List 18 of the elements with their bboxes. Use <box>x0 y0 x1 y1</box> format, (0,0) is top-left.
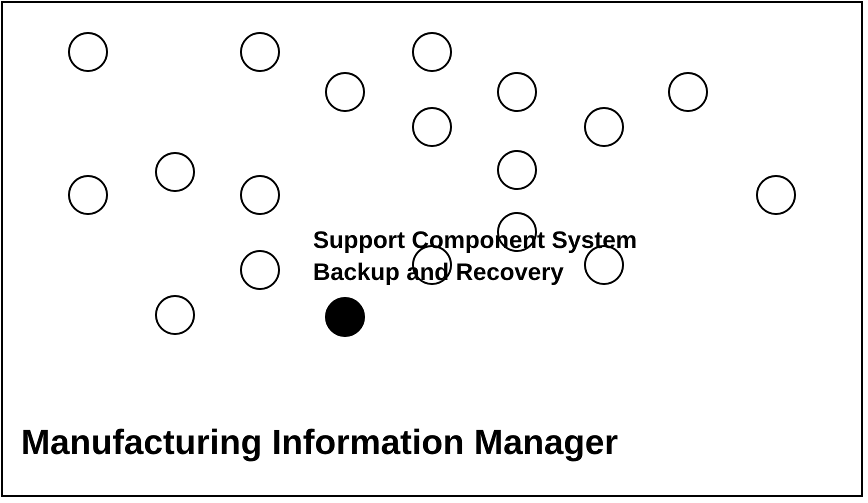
circle <box>497 150 537 190</box>
circle <box>240 250 280 290</box>
circle <box>668 72 708 112</box>
circle <box>68 175 108 215</box>
circle <box>68 32 108 72</box>
circle <box>412 107 452 147</box>
frame-title: Manufacturing Information Manager <box>21 423 618 463</box>
circle <box>240 32 280 72</box>
circle <box>240 175 280 215</box>
circle <box>155 295 195 335</box>
circle <box>325 72 365 112</box>
filled-dot <box>325 297 365 337</box>
circle <box>756 175 796 215</box>
circle <box>584 107 624 147</box>
circle <box>412 32 452 72</box>
circle <box>497 72 537 112</box>
circle <box>155 152 195 192</box>
frame-box <box>1 1 863 497</box>
